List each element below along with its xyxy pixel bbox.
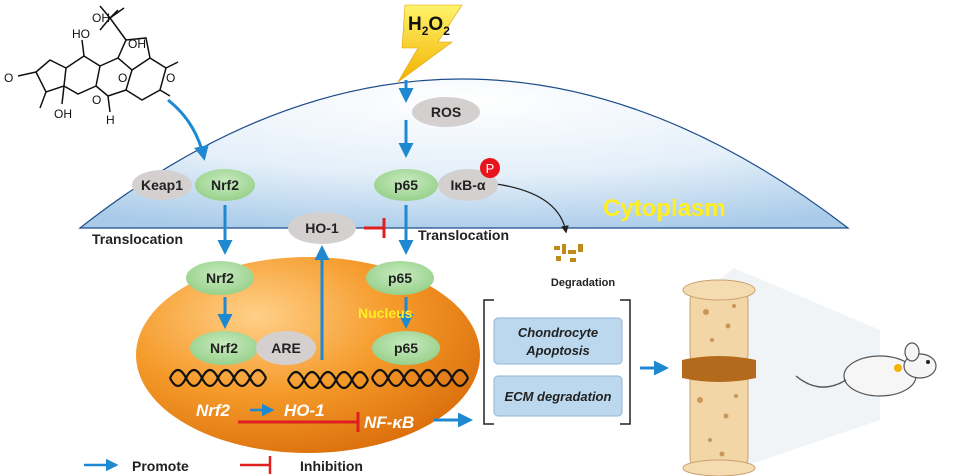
svg-text:Nrf2: Nrf2 bbox=[210, 340, 238, 356]
legend-promote: Promote bbox=[84, 458, 189, 474]
svg-text:Nrf2: Nrf2 bbox=[211, 177, 239, 193]
svg-text:ECM degradation: ECM degradation bbox=[505, 389, 612, 404]
node-nrf2-bound: Nrf2 bbox=[190, 331, 258, 365]
node-nrf2-cytoplasm: Nrf2 bbox=[195, 169, 255, 201]
svg-text:p65: p65 bbox=[394, 340, 418, 356]
dna-helix-icons bbox=[169, 368, 469, 390]
node-p65-cytoplasm: p65 bbox=[374, 169, 438, 201]
gene-nfkb: NF-κB bbox=[364, 413, 414, 432]
lightning-bolt-icon bbox=[397, 4, 463, 83]
nucleus-label: Nucleus bbox=[358, 305, 413, 321]
outcome-box-apoptosis: Chondrocyte Apoptosis bbox=[493, 317, 623, 365]
knee-joint-illustration bbox=[682, 268, 880, 476]
svg-text:OH: OH bbox=[128, 37, 146, 51]
node-ikb-alpha: IκB-α bbox=[438, 169, 498, 201]
compound-structure bbox=[17, 5, 179, 113]
node-ho1-protein: HO-1 bbox=[288, 212, 356, 244]
arrow-compound-to-nrf2 bbox=[167, 98, 209, 161]
degradation-label: Degradation bbox=[551, 277, 615, 289]
outcome-box-ecm: ECM degradation bbox=[493, 375, 623, 417]
legend-inhibition: Inhibition bbox=[240, 456, 363, 474]
node-are: ARE bbox=[256, 331, 316, 365]
inhibition-lines bbox=[238, 218, 386, 432]
gene-nrf2: Nrf2 bbox=[196, 401, 231, 420]
svg-text:O: O bbox=[92, 93, 101, 107]
cytoplasm-label: Cytoplasm bbox=[603, 195, 726, 222]
svg-text:HO-1: HO-1 bbox=[305, 220, 339, 236]
svg-text:Nrf2: Nrf2 bbox=[206, 270, 234, 286]
node-p65-bound: p65 bbox=[372, 331, 440, 365]
phospho-badge: P bbox=[480, 158, 500, 178]
node-ros: ROS bbox=[412, 97, 480, 127]
svg-text:IκB-α: IκB-α bbox=[450, 177, 485, 193]
svg-text:P: P bbox=[486, 161, 495, 176]
svg-text:OH: OH bbox=[92, 11, 110, 25]
svg-text:HO: HO bbox=[72, 27, 90, 41]
node-keap1: Keap1 bbox=[132, 170, 192, 200]
svg-text:Promote: Promote bbox=[132, 458, 189, 474]
svg-text:Apoptosis: Apoptosis bbox=[525, 343, 590, 358]
h2o2-label: H2O2 bbox=[408, 14, 450, 38]
svg-text:OH: OH bbox=[54, 107, 72, 121]
svg-text:ROS: ROS bbox=[431, 104, 461, 120]
svg-text:O: O bbox=[166, 71, 175, 85]
svg-text:H: H bbox=[106, 113, 115, 127]
svg-text:O: O bbox=[4, 71, 13, 85]
compound-atom-labels: OH HO OH OH H O O O O bbox=[4, 11, 175, 127]
gene-ho1: HO-1 bbox=[284, 401, 325, 420]
degradation-fragments-icon bbox=[554, 244, 583, 262]
translocation-left-label: Translocation bbox=[92, 231, 183, 247]
svg-text:Chondrocyte: Chondrocyte bbox=[518, 325, 598, 340]
node-nrf2-nucleus: Nrf2 bbox=[186, 261, 254, 295]
promote-arrows bbox=[167, 80, 669, 428]
svg-text:ARE: ARE bbox=[271, 340, 301, 356]
svg-text:Inhibition: Inhibition bbox=[300, 458, 363, 474]
svg-text:p65: p65 bbox=[388, 270, 412, 286]
mouse-illustration bbox=[795, 342, 937, 397]
translocation-right-label: Translocation bbox=[418, 227, 509, 243]
svg-text:Keap1: Keap1 bbox=[141, 177, 183, 193]
svg-text:O: O bbox=[118, 71, 127, 85]
node-p65-nucleus: p65 bbox=[366, 261, 434, 295]
svg-text:p65: p65 bbox=[394, 177, 418, 193]
outcome-bracket bbox=[483, 299, 631, 425]
